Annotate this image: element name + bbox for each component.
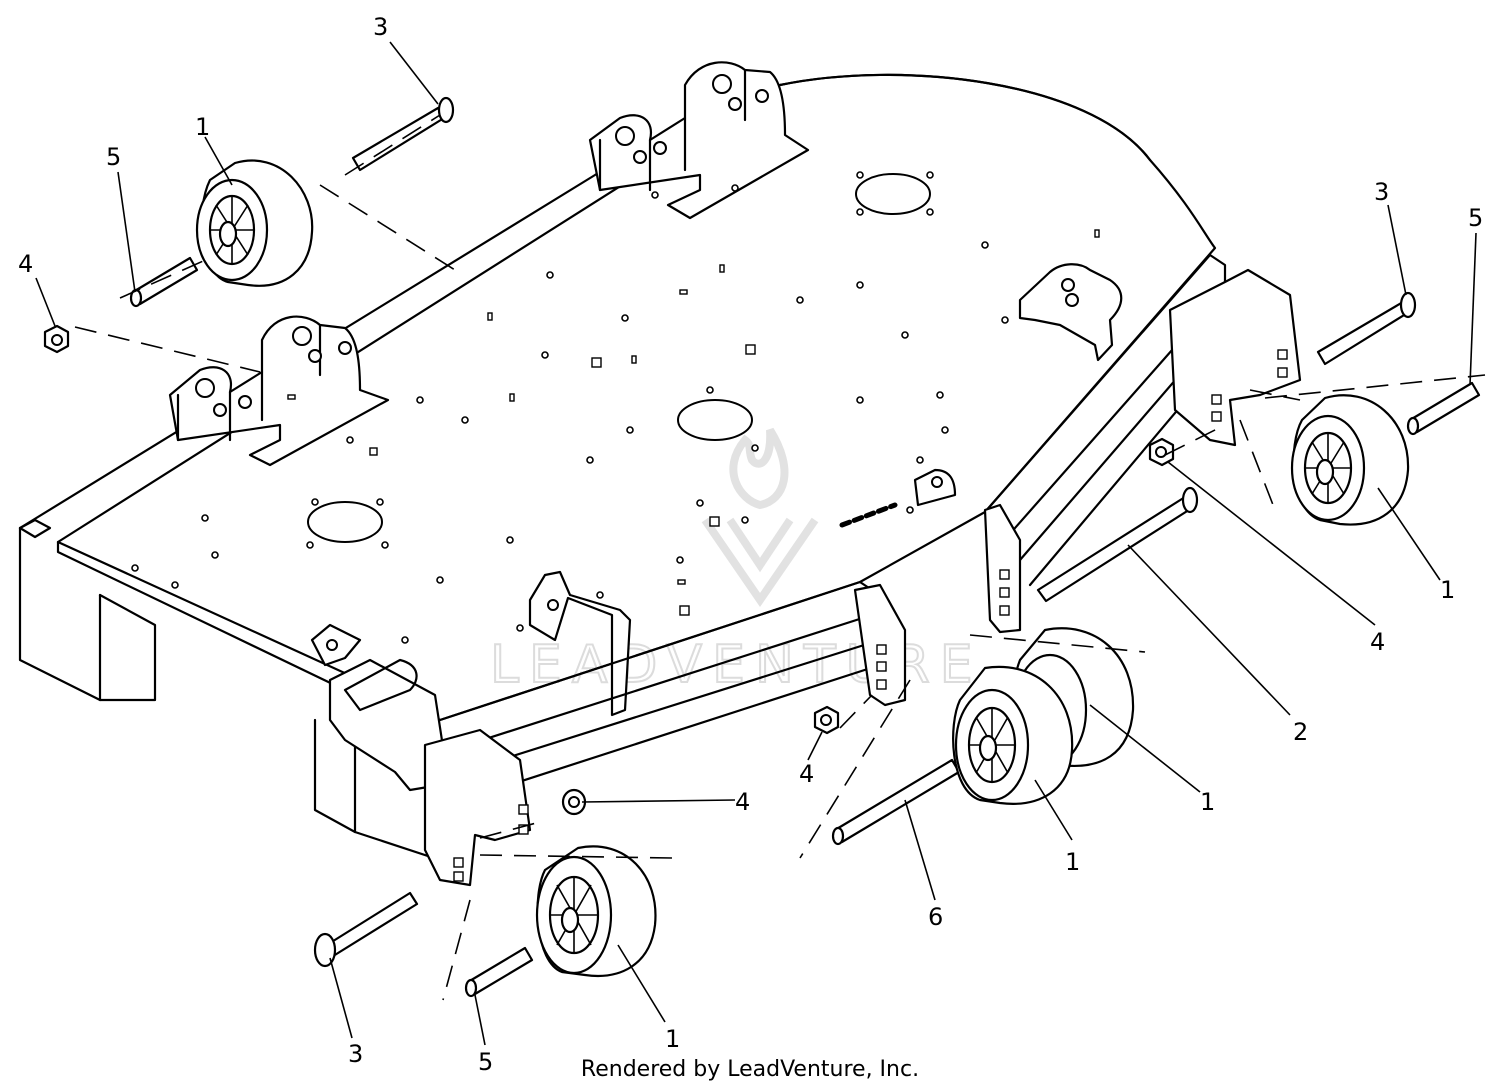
callout-spacer-upper-left: 5 [106,143,121,171]
callout-wheel-right: 1 [1440,576,1455,604]
wheel-front-center [952,665,1074,805]
callout-spacer-lower-left: 5 [478,1048,493,1076]
deck-holes [131,171,1009,644]
callout-bolt-right: 3 [1374,178,1389,206]
spacer-lower-left [464,946,534,998]
callout-locknut-front: 4 [799,760,814,788]
credit-text: Rendered by LeadVenture, Inc. [580,1057,920,1082]
credit-text-container: Rendered by LeadVenture, Inc. [0,1057,1500,1082]
callout-bolt-upper-left: 3 [373,13,388,41]
callout-wheel-rear-center: 1 [1200,788,1215,816]
callout-wheel-front-center: 1 [1065,848,1080,876]
bolt-right [1316,291,1417,366]
leadventure-watermark: LEADVENTURE [489,427,974,696]
spacer-upper-left [129,256,199,308]
wheel-right [1290,394,1410,526]
locknuts [43,324,1175,816]
spacer-right [1406,381,1481,436]
mower-deck [18,61,1302,887]
wheel-lower-left [535,845,657,977]
callout-axle-bolt: 2 [1293,718,1308,746]
callout-labels: 3 1 5 4 3 5 1 4 2 4 4 1 1 6 3 5 1 [18,13,1483,1076]
callout-bolt-lower-left: 3 [348,1040,363,1068]
wheel-upper-left [195,159,314,287]
callout-locknut-center: 4 [735,788,750,816]
callout-locknut-right: 4 [1370,628,1385,656]
leader-lines [35,41,1477,1046]
callout-axle-rod: 6 [928,903,943,931]
callout-wheel-upper-left: 1 [195,113,210,141]
callout-locknut-left: 4 [18,250,33,278]
deck-slots [287,229,1100,616]
bolt-upper-left [351,96,455,172]
bolt-long-axle [1036,486,1199,603]
callout-wheel-lower-left: 1 [665,1025,680,1053]
callout-spacer-right: 5 [1468,204,1483,232]
bolt-lower-left [313,891,419,968]
